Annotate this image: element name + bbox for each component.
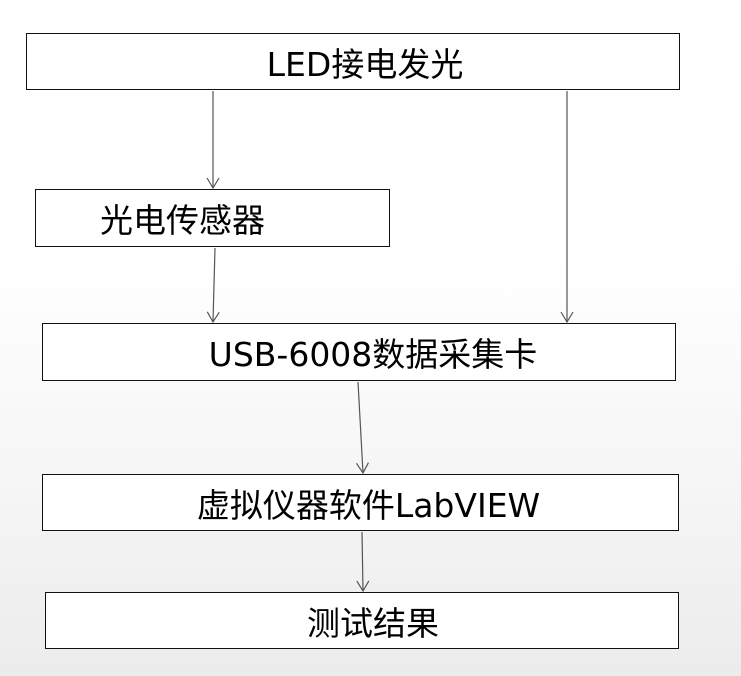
arrow-labview-to-result bbox=[356, 531, 370, 593]
node-usb-6008-daq-card-label: USB-6008数据采集卡 bbox=[208, 335, 538, 374]
arrow-sensor-to-daq bbox=[206, 247, 220, 324]
node-labview-software-label: 虚拟仪器软件LabVIEW bbox=[196, 485, 541, 525]
node-labview-software: 虚拟仪器软件LabVIEW bbox=[42, 474, 679, 531]
node-usb-6008-daq-card: USB-6008数据采集卡 bbox=[42, 323, 676, 381]
node-test-result-label: 测试结果 bbox=[307, 603, 439, 643]
node-photoelectric-sensor-label: 光电传感器 bbox=[100, 201, 265, 240]
arrow-daq-to-labview bbox=[355, 381, 369, 475]
node-test-result: 测试结果 bbox=[45, 592, 679, 649]
node-photoelectric-sensor: 光电传感器 bbox=[35, 189, 390, 247]
node-led-power-on: LED接电发光 bbox=[26, 33, 680, 90]
node-led-power-on-label: LED接电发光 bbox=[266, 44, 464, 84]
